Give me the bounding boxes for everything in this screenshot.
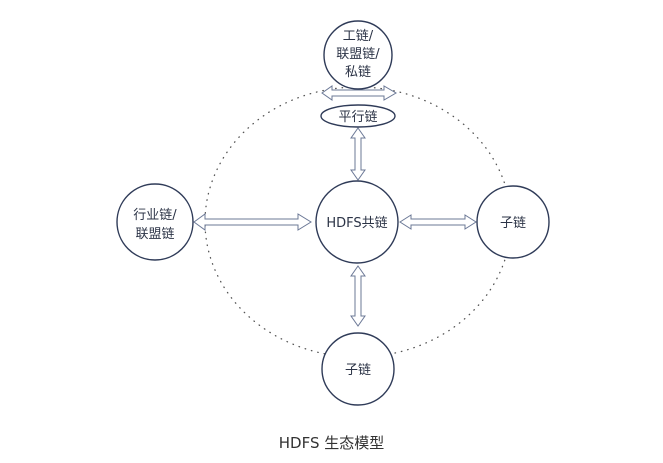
node-sub-chain-bottom: 子链 [321, 332, 395, 406]
node-sub-chain-right: 子链 [476, 185, 550, 259]
node-label: 子链 [345, 363, 371, 378]
node-parallel-chain: 平行链 [320, 104, 396, 128]
node-label: 联盟链 [135, 227, 174, 242]
arrow-left-center [193, 213, 312, 231]
node-label: 子链 [500, 216, 526, 231]
arrow-parallel-center [350, 127, 366, 181]
node-label: HDFS共链 [326, 216, 387, 231]
node-hdfs-common-chain: HDFS共链 [315, 180, 399, 264]
node-label: 联盟链/ [336, 47, 380, 62]
node-label: 私链 [345, 65, 371, 80]
node-label: 行业链/ [133, 208, 177, 223]
arrow-center-right [399, 214, 477, 230]
diagram-caption: HDFS 生态模型 [278, 434, 385, 452]
node-label: 平行链 [338, 110, 377, 125]
node-label: 工链/ [343, 29, 374, 44]
node-top-chains: 工链/ 联盟链/ 私链 [323, 20, 393, 90]
node-industry-chain: 行业链/ 联盟链 [116, 183, 194, 261]
arrow-center-bottom [350, 265, 366, 327]
arrow-top-horizontal [321, 85, 397, 101]
